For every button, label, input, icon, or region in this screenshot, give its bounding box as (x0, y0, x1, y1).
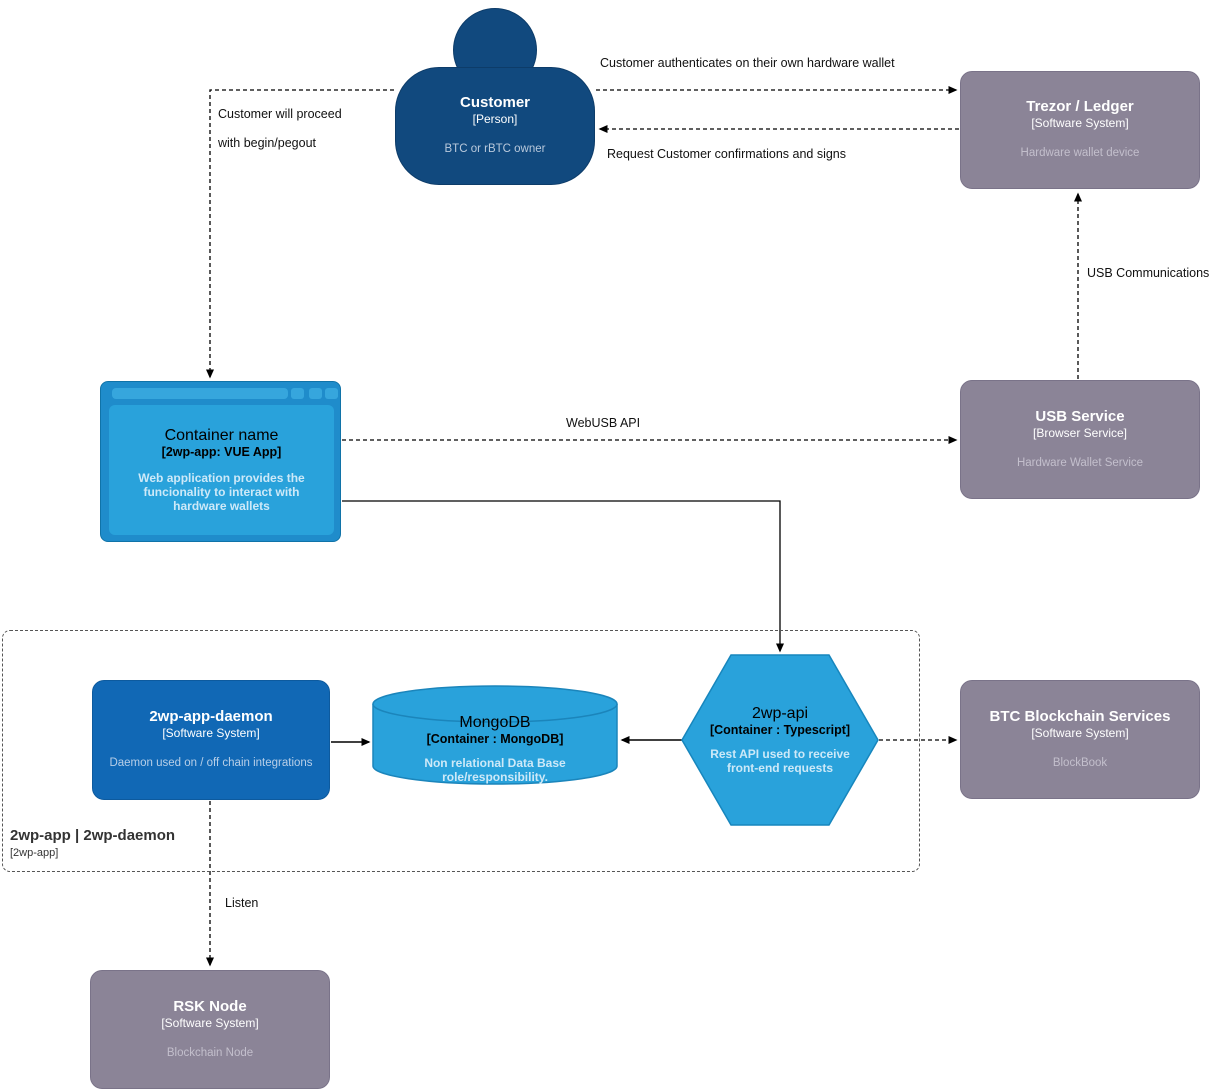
api-hexagon-shape (681, 654, 879, 826)
edge-label-proceed-line1: Customer will proceed (218, 107, 342, 121)
edge-label-webusb: WebUSB API (566, 416, 641, 430)
edge-label-proceed-line2: with begin/pegout (218, 136, 316, 150)
trezor-title: Trezor / Ledger (1026, 98, 1134, 116)
browser-address-bar (112, 388, 288, 399)
customer-meta: [Person] (472, 112, 518, 127)
rsk-desc: Blockchain Node (166, 1046, 254, 1059)
usb-meta: [Browser Service] (1032, 425, 1128, 440)
edge-label-confirm: Request Customer confirmations and signs (607, 147, 847, 161)
trezor-desc: Hardware wallet device (1020, 147, 1140, 160)
container-desc: Web application provides the funcionalit… (138, 471, 305, 513)
browser-button-3 (325, 388, 338, 399)
edge-label-listen: Listen (225, 896, 259, 910)
browser-button-2 (309, 388, 322, 399)
container-vue-app-node: Container name [2wp-app: VUE App] Web ap… (100, 381, 341, 542)
boundary-meta: [2wp-app] (10, 847, 59, 859)
customer-title: Customer (459, 94, 530, 112)
container-meta: [2wp-app: VUE App] (161, 445, 282, 459)
rsk-title: RSK Node (173, 997, 247, 1015)
daemon-meta: [Software System] (162, 726, 260, 741)
usb-title: USB Service (1035, 407, 1125, 425)
daemon-desc: Daemon used on / off chain integrations (109, 757, 313, 770)
rsk-node: RSK Node [Software System] Blockchain No… (90, 970, 330, 1089)
edge-label-authenticate: Customer authenticates on their own hard… (600, 56, 895, 70)
usb-desc: Hardware Wallet Service (1016, 456, 1144, 469)
edge-label-usbcomm: USB Communications (1087, 266, 1210, 280)
daemon-title: 2wp-app-daemon (149, 708, 273, 726)
customer-person-node: Customer [Person] BTC or rBTC owner (395, 67, 595, 185)
usb-service-node: USB Service [Browser Service] Hardware W… (960, 380, 1200, 499)
container-title: Container name (164, 427, 279, 444)
btc-desc: BlockBook (1052, 756, 1108, 769)
mongodb-cylinder-shape (372, 685, 618, 785)
browser-button-1 (291, 388, 304, 399)
btc-services-node: BTC Blockchain Services [Software System… (960, 680, 1200, 799)
browser-content-pane: Container name [2wp-app: VUE App] Web ap… (109, 405, 334, 535)
trezor-meta: [Software System] (1031, 116, 1129, 131)
boundary-title: 2wp-app | 2wp-daemon (10, 827, 176, 844)
btc-meta: [Software System] (1031, 725, 1129, 740)
rsk-meta: [Software System] (161, 1015, 259, 1030)
customer-desc: BTC or rBTC owner (444, 143, 546, 156)
boundary-2wp-app (2, 630, 920, 872)
daemon-node: 2wp-app-daemon [Software System] Daemon … (92, 680, 330, 800)
trezor-ledger-node: Trezor / Ledger [Software System] Hardwa… (960, 71, 1200, 189)
btc-title: BTC Blockchain Services (989, 707, 1171, 725)
